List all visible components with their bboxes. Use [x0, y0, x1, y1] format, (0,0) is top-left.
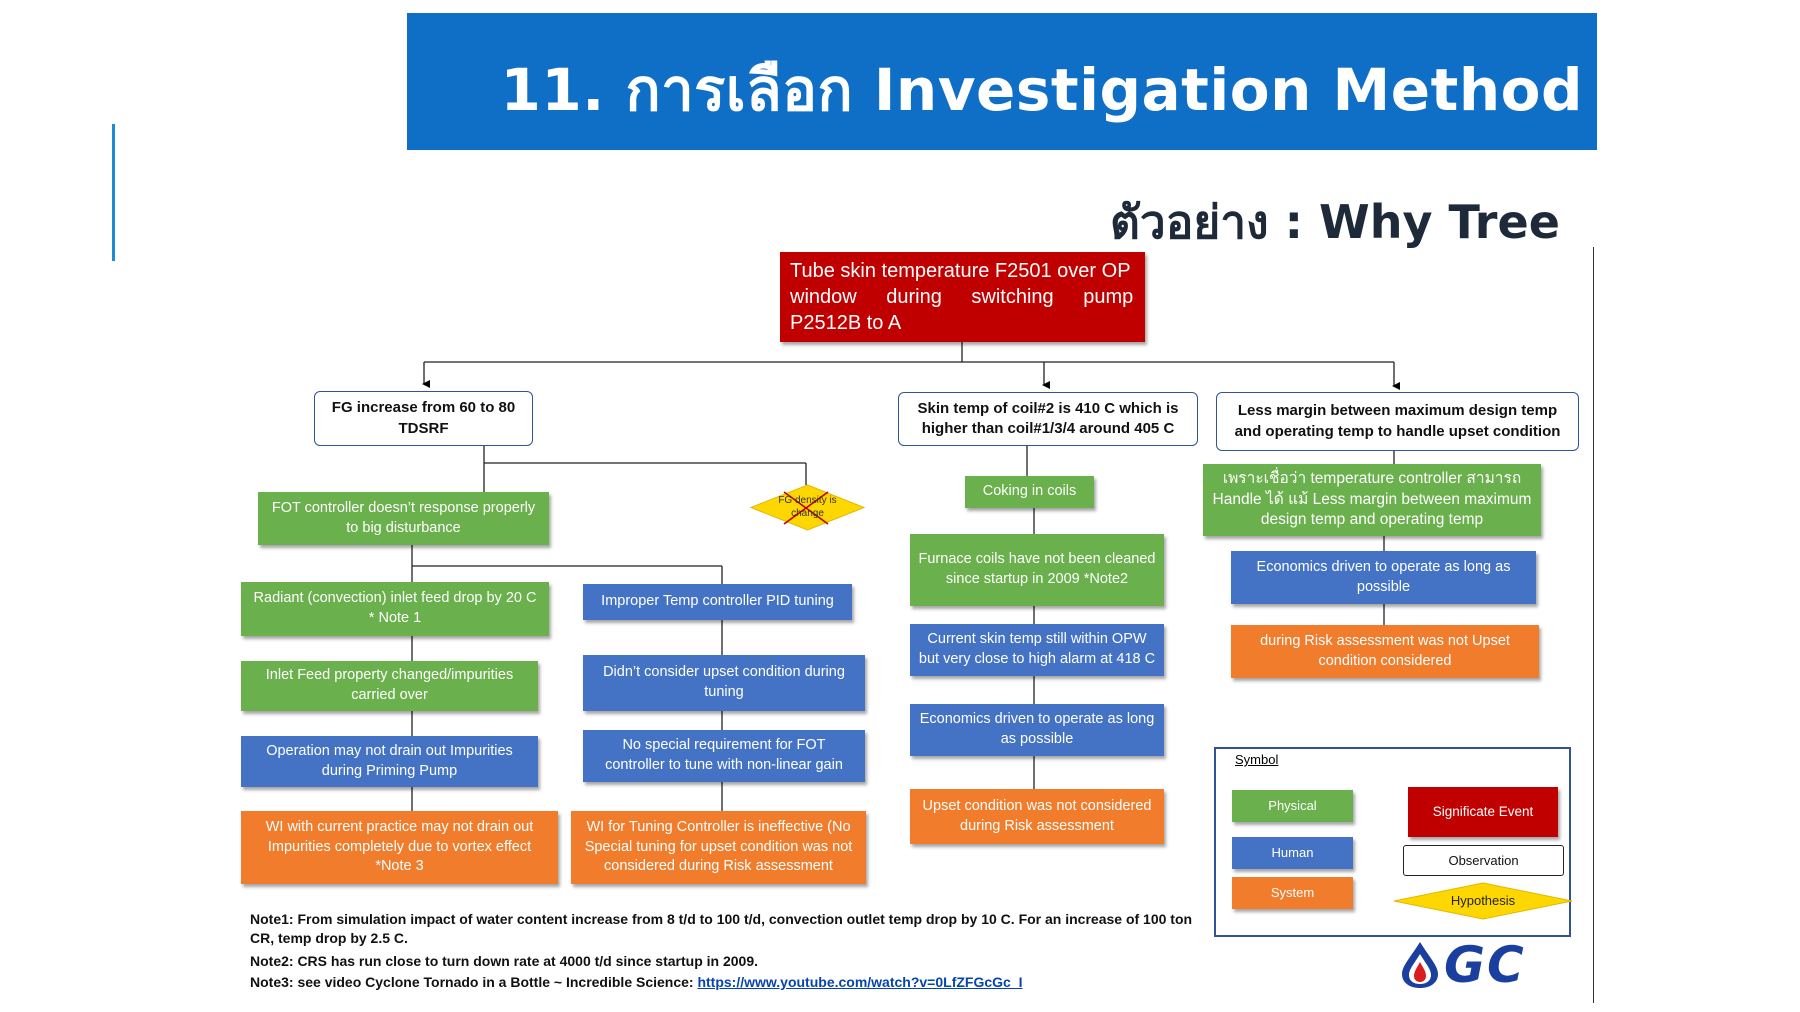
- subtitle: ตัวอย่าง : Why Tree: [1110, 195, 1560, 249]
- gc-logo: GC: [1398, 936, 1573, 994]
- legend-observation: Observation: [1403, 845, 1564, 876]
- top-event-line: window during switching pump: [790, 286, 1134, 308]
- observation-box: Less margin between maximum design temp …: [1216, 392, 1579, 451]
- physical-box: Radiant (convection) inlet feed drop by …: [241, 582, 549, 636]
- significant-event-box: Tube skin temperature F2501 over OP wind…: [780, 252, 1145, 342]
- system-box: WI with current practice may not drain o…: [241, 811, 558, 884]
- legend-human: Human: [1232, 837, 1353, 869]
- note-3: Note3: see video Cyclone Tornado in a Bo…: [250, 974, 1023, 990]
- legend-hypothesis-diamond: [1393, 882, 1573, 920]
- logo-text: GC: [1444, 936, 1526, 994]
- note-1-line-a: Note1: From simulation impact of water c…: [250, 911, 1193, 927]
- legend-title: Symbol: [1235, 752, 1279, 767]
- human-box: Economics driven to operate as long as p…: [1231, 551, 1536, 604]
- observation-box: FG increase from 60 to 80 TDSRF: [314, 391, 533, 446]
- legend-hypothesis-label: Hypothesis: [1450, 893, 1516, 908]
- system-box: Upset condition was not considered durin…: [910, 789, 1164, 844]
- top-event-line: Tube skin temperature F2501 over OP: [790, 260, 1131, 282]
- system-box: during Risk assessment was not Upset con…: [1231, 625, 1539, 678]
- note-1-line-b: CR, temp drop by 2.5 C.: [250, 930, 408, 946]
- note-1: Note1: From simulation impact of water c…: [250, 911, 1192, 946]
- note-2: Note2: CRS has run close to turn down ra…: [250, 953, 759, 969]
- human-box: Improper Temp controller PID tuning: [583, 584, 852, 620]
- flame-drop-icon: [1402, 942, 1438, 988]
- legend-physical: Physical: [1232, 790, 1353, 822]
- physical-box: เพราะเชื่อว่า temperature controller สาม…: [1203, 464, 1541, 536]
- note-3-link[interactable]: https://www.youtube.com/watch?v=0LfZFGcG…: [697, 974, 1023, 990]
- top-event-line: P2512B to A: [790, 312, 902, 334]
- human-box: Economics driven to operate as long as p…: [910, 704, 1164, 756]
- human-box: Current skin temp still within OPW but v…: [910, 624, 1164, 676]
- physical-box: Furnace coils have not been cleaned sinc…: [910, 534, 1164, 606]
- hypothesis-label: FG density is change: [778, 495, 837, 519]
- legend-box: [1214, 747, 1571, 937]
- human-box: Didn’t consider upset condition during t…: [583, 655, 865, 711]
- physical-box: Coking in coils: [965, 476, 1094, 508]
- title-bar: 11. การเลือก Investigation Method: [407, 13, 1597, 150]
- legend-significant-event: Significate Event: [1408, 787, 1558, 837]
- human-box: No special requirement for FOT controlle…: [583, 730, 865, 782]
- system-box: WI for Tuning Controller is ineffective …: [571, 811, 866, 884]
- physical-box: Inlet Feed property changed/impurities c…: [241, 661, 538, 711]
- hypothesis-diamond: [750, 484, 865, 531]
- left-accent-line: [112, 124, 115, 261]
- physical-box: FOT controller doesn’t response properly…: [258, 492, 549, 545]
- note-3-text: Note3: see video Cyclone Tornado in a Bo…: [250, 974, 698, 990]
- legend-system: System: [1232, 877, 1353, 909]
- right-divider-line: [1593, 247, 1594, 1003]
- human-box: Operation may not drain out Impurities d…: [241, 736, 538, 787]
- page-title: 11. การเลือก Investigation Method: [500, 56, 1583, 124]
- observation-box: Skin temp of coil#2 is 410 C which is hi…: [898, 392, 1198, 446]
